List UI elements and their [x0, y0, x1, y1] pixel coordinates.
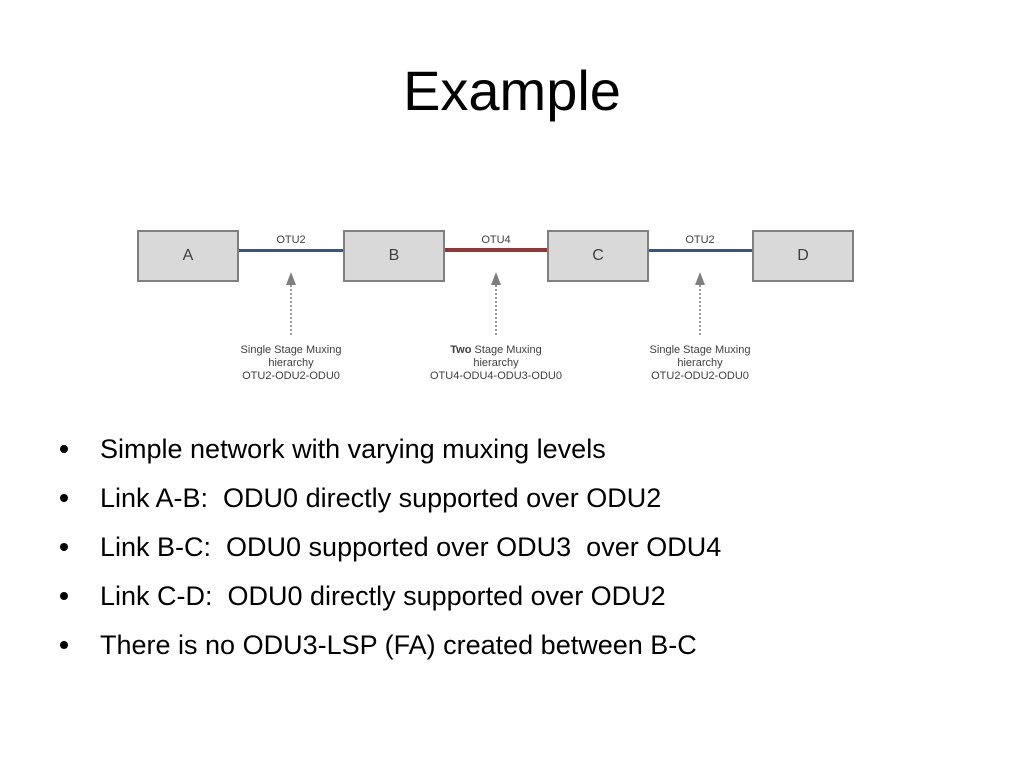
link-label-a-b: OTU2: [276, 234, 306, 246]
link-c-d: [649, 249, 752, 252]
bullet-item: Simple network with varying muxing level…: [60, 434, 940, 464]
caption-text: Single Stage Muxing: [240, 344, 342, 356]
slide-title: Example: [403, 59, 621, 122]
up-arrow-tail: [495, 285, 497, 335]
caption-text: Stage Muxing: [471, 344, 542, 356]
node-c: C: [547, 230, 649, 282]
caption-line2: hierarchy: [473, 357, 519, 369]
up-arrow-icon: [286, 272, 296, 285]
link-label-c-d: OTU2: [685, 234, 715, 246]
bullet-text: Link C-D: ODU0 directly supported over O…: [100, 581, 666, 611]
bullet-item: Link B-C: ODU0 supported over ODU3 over …: [60, 532, 940, 562]
node-a: A: [137, 230, 239, 282]
up-arrow-icon: [491, 272, 501, 285]
node-b: B: [343, 230, 445, 282]
caption-line2: hierarchy: [677, 357, 723, 369]
bullet-item: Link A-B: ODU0 directly supported over O…: [60, 483, 940, 513]
caption-line3: OTU4-ODU4-ODU3-ODU0: [429, 370, 562, 382]
up-arrow-icon: [695, 272, 705, 285]
bullet-dot-icon: [60, 494, 68, 502]
muxing-caption-c-d: Single Stage Muxing hierarchy OTU2-ODU2-…: [610, 344, 790, 383]
up-arrow-tail: [290, 285, 292, 335]
bullet-item: There is no ODU3-LSP (FA) created betwee…: [60, 630, 940, 660]
bullet-text: Link B-C: ODU0 supported over ODU3 over …: [100, 532, 722, 562]
muxing-caption-a-b: Single Stage Muxing hierarchy OTU2-ODU2-…: [201, 344, 381, 383]
bullet-dot-icon: [60, 543, 68, 551]
node-label: D: [797, 247, 809, 264]
node-label: C: [592, 247, 604, 264]
link-b-c: [445, 248, 547, 252]
muxing-caption-b-c: Two Stage Muxing hierarchy OTU4-ODU4-ODU…: [406, 344, 586, 383]
caption-bold-part: Two: [450, 344, 472, 356]
bullet-dot-icon: [60, 592, 68, 600]
link-label-b-c: OTU4: [481, 234, 511, 246]
bullet-text: Link A-B: ODU0 directly supported over O…: [100, 483, 662, 513]
link-a-b: [239, 249, 343, 252]
caption-line3: OTU2-ODU2-ODU0: [651, 370, 749, 382]
caption-line3: OTU2-ODU2-ODU0: [242, 370, 340, 382]
bullet-list: Simple network with varying muxing level…: [60, 434, 940, 679]
up-arrow-tail: [699, 285, 701, 335]
caption-line2: hierarchy: [268, 357, 314, 369]
node-label: A: [182, 247, 194, 264]
bullet-text: There is no ODU3-LSP (FA) created betwee…: [100, 630, 697, 660]
caption-text: Single Stage Muxing: [649, 344, 751, 356]
node-d: D: [752, 230, 854, 282]
bullet-dot-icon: [60, 445, 68, 453]
bullet-dot-icon: [60, 641, 68, 649]
node-label: B: [388, 247, 400, 264]
bullet-item: Link C-D: ODU0 directly supported over O…: [60, 581, 940, 611]
bullet-text: Simple network with varying muxing level…: [100, 434, 606, 464]
